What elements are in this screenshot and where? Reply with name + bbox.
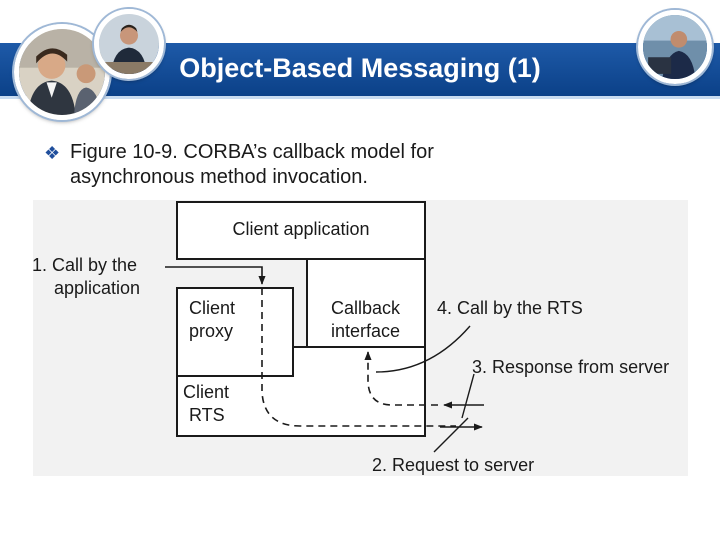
call-by-application-arrow [165,266,266,285]
call-by-rts-label: 4. Call by the RTS [437,298,583,318]
call-by-application-label-1: 1. Call by the [32,255,137,275]
business-people-photo [14,24,110,120]
call-by-rts-leader [375,325,471,373]
call-by-application-label-2: application [54,278,140,298]
client-rts-label-1: Client [183,382,229,402]
response-from-server-label: 3. Response from server [472,357,669,377]
caption-line-2: asynchronous method invocation. [70,166,368,188]
response-dashed-path [364,351,438,406]
client-proxy-box [176,287,294,377]
client-proxy-label-1: Client [189,298,235,318]
response-leader-line [461,373,475,419]
request-dashed-path [261,288,456,427]
client-proxy-label-2: proxy [189,321,233,341]
title-bar-stripe [0,96,720,99]
client-application-label: Client application [232,219,369,239]
client-rts-label-2: RTS [189,405,225,425]
request-leader-line [433,417,469,453]
callback-interface-box [306,258,426,348]
meeting-photo [94,9,164,79]
office-worker-photo [638,10,712,84]
diamond-bullet-icon: ❖ [44,143,61,163]
client-rts-box [176,346,426,437]
caption-line-1: Figure 10-9. CORBA’s callback model for [70,141,434,163]
callback-label-2: interface [331,321,400,341]
request-to-server-label: 2. Request to server [372,455,534,475]
slide-title: Object-Based Messaging (1) [179,53,541,83]
client-application-box [176,201,426,260]
callback-label-1: Callback [331,298,401,318]
